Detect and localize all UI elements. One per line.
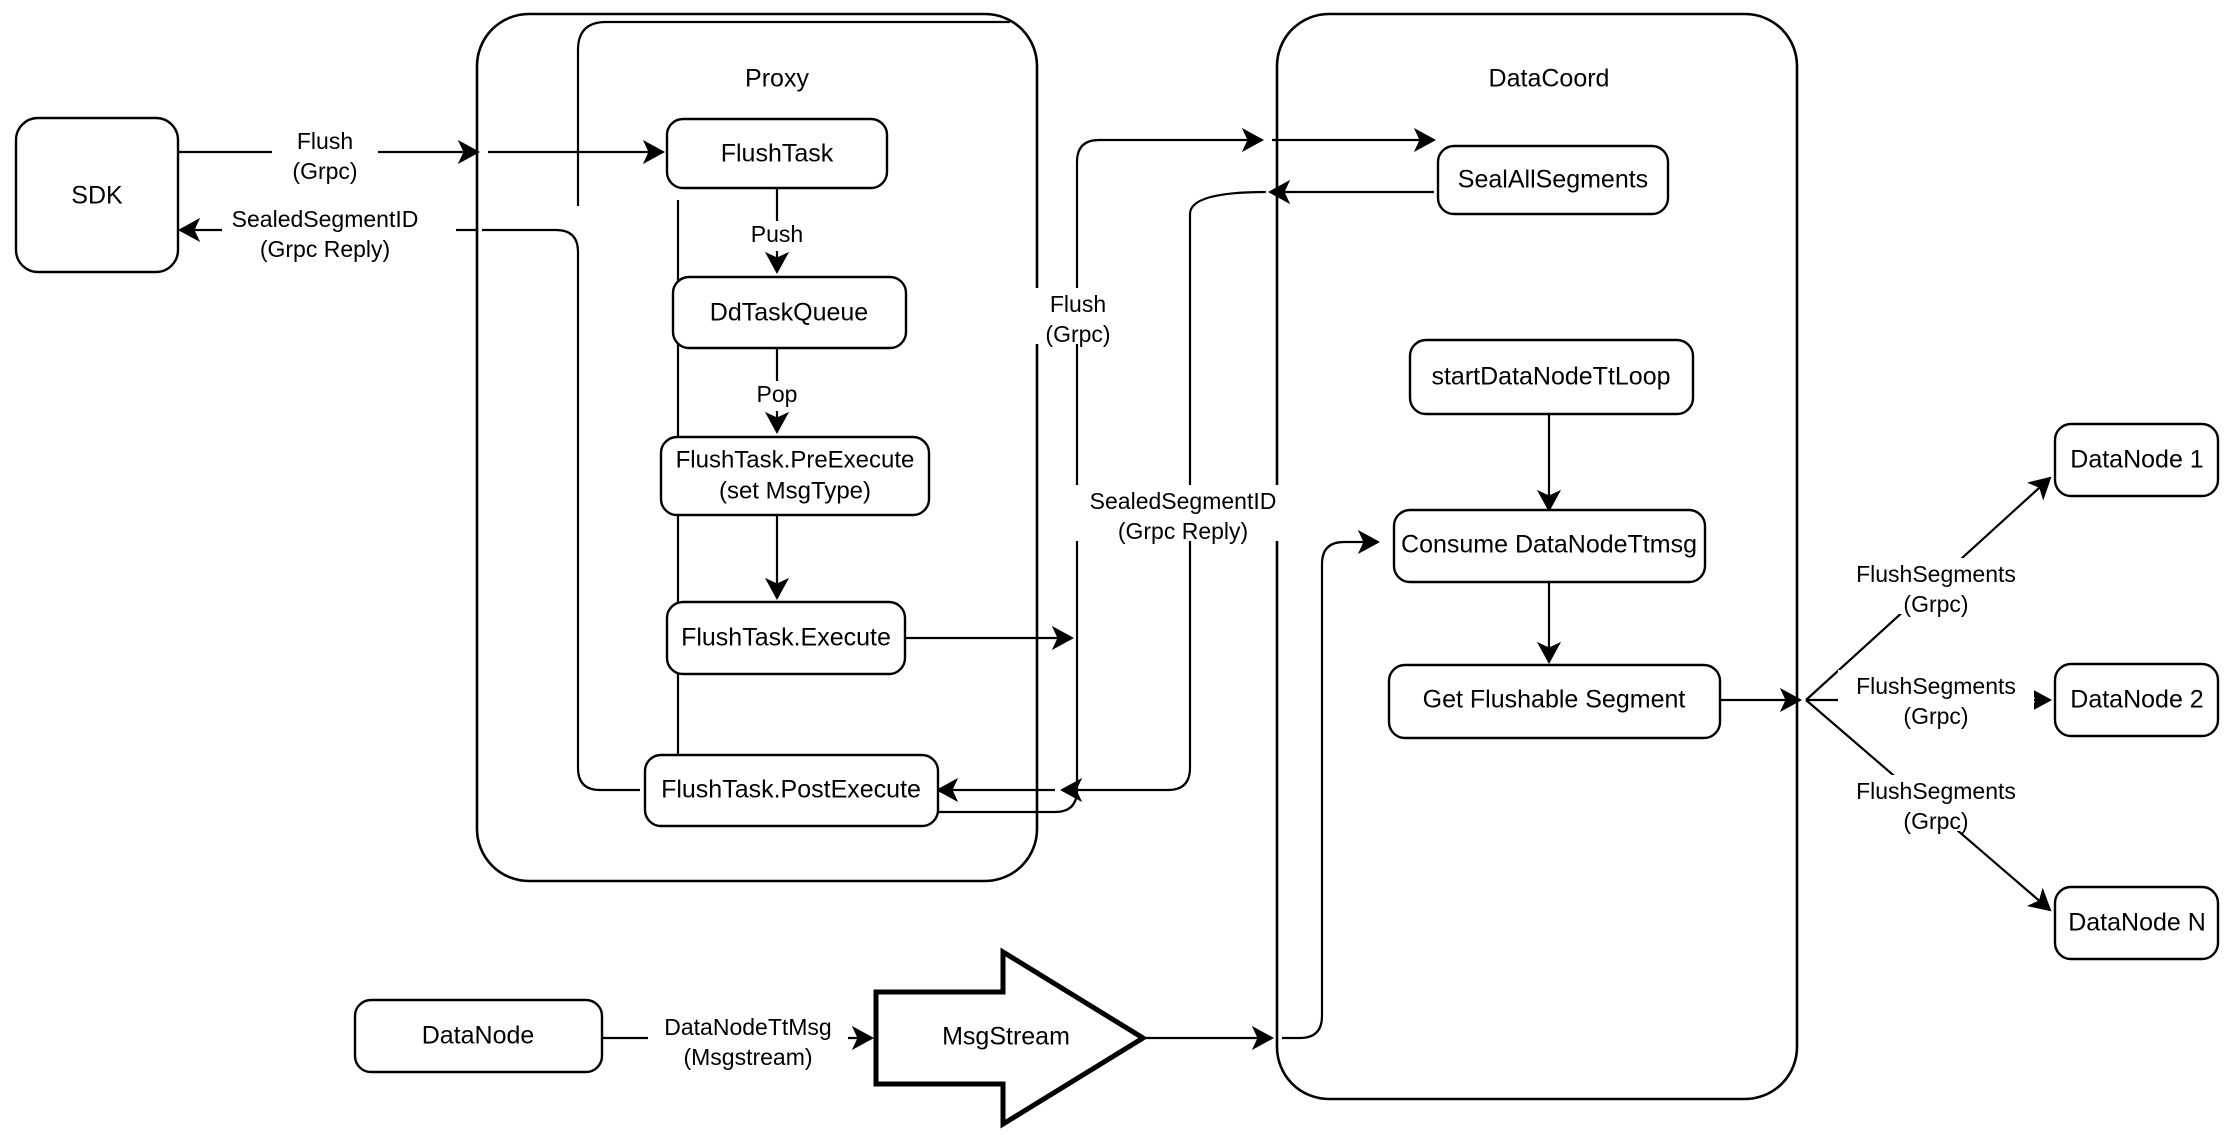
node-flushtask-execute[interactable]: FlushTask.Execute (665, 600, 907, 676)
getflushablesegment-box[interactable] (1387, 663, 1722, 740)
edge-label-flushsegments2-line1: FlushSegments (1856, 673, 2016, 699)
consumedatanodettmsg-box[interactable] (1392, 508, 1707, 584)
edge-label-proxy-to-coord: Flush (Grpc) (1024, 288, 1132, 347)
edge-label-datanodettmsg-line2: (Msgstream) (683, 1044, 812, 1070)
node-msgstream[interactable]: MsgStream (873, 947, 1148, 1129)
datanoden-label: DataNode N (2068, 909, 2206, 937)
getflushablesegment-label: Get Flushable Segment (1423, 686, 1686, 714)
edge-label-flush-coord-line1: Flush (1050, 291, 1106, 317)
edge-label-flushsegmentsn-line2: (Grpc) (1903, 808, 1968, 834)
edge-label-flushsegments-2: FlushSegments (Grpc) (1838, 670, 2034, 729)
edge-label-proxy-to-sdk: SealedSegmentID (Grpc Reply) (222, 203, 456, 262)
sealallsegments-box[interactable] (1436, 144, 1670, 216)
node-consume-datanode-ttmsg[interactable]: Consume DataNodeTtmsg (1392, 508, 1707, 584)
edge-label-sealedsegmentid-line2: (Grpc Reply) (260, 236, 390, 262)
edge-label-push-text: Push (751, 221, 803, 247)
container-datacoord: DataCoord (1275, 12, 1799, 1101)
node-ddtaskqueue[interactable]: DdTaskQueue (671, 275, 908, 350)
datanode1-label: DataNode 1 (2070, 446, 2203, 474)
edge-label-flush-coord-line2: (Grpc) (1045, 321, 1110, 347)
edge-label-pop-text: Pop (757, 381, 798, 407)
container-proxy: Proxy (475, 12, 1039, 883)
edge-label-flushsegments2-line2: (Grpc) (1903, 703, 1968, 729)
datanode1-box[interactable] (2053, 422, 2220, 498)
postexecute-box[interactable] (643, 753, 940, 828)
datanode-source-label: DataNode (422, 1022, 535, 1050)
node-datanode-source[interactable]: DataNode (353, 998, 604, 1074)
startdatanodettloop-box[interactable] (1408, 338, 1695, 416)
edge-proxy-top-wrap (576, 20, 1010, 206)
edge-label-sealedsegmentid-coord-line1: SealedSegmentID (1090, 488, 1277, 514)
datanode2-label: DataNode 2 (2070, 686, 2203, 714)
preexecute-box[interactable] (659, 435, 931, 517)
node-get-flushable-segment[interactable]: Get Flushable Segment (1387, 663, 1722, 740)
proxy-container-outline (475, 12, 1039, 883)
edge-postexecute-to-proxy-left (482, 228, 640, 792)
execute-box[interactable] (665, 600, 907, 676)
sealallsegments-label: SealAllSegments (1458, 166, 1648, 194)
datacoord-container-outline (1275, 12, 1799, 1101)
flushtask-box[interactable] (665, 117, 889, 190)
edge-label-flush-grpc-line1: Flush (297, 128, 353, 154)
edge-label-sealedsegmentid-coord-line2: (Grpc Reply) (1118, 518, 1248, 544)
datanode2-box[interactable] (2053, 662, 2220, 738)
msgstream-label: MsgStream (942, 1023, 1070, 1051)
startdatanodettloop-label: startDataNodeTtLoop (1431, 363, 1670, 391)
postexecute-label: FlushTask.PostExecute (661, 776, 921, 804)
edge-label-flushsegments1-line1: FlushSegments (1856, 561, 2016, 587)
ddtaskqueue-label: DdTaskQueue (710, 299, 868, 327)
edge-flush-trunk-bottom-wrap (700, 789, 1079, 814)
edge-sealedsegmentid-trunk (1059, 190, 1267, 803)
edge-label-flush-grpc-line2: (Grpc) (292, 158, 357, 184)
msgstream-arrow-shape[interactable] (873, 947, 1148, 1129)
proxy-container-label: Proxy (745, 65, 809, 93)
preexecute-label-line1: FlushTask.PreExecute (676, 446, 915, 473)
node-flushtask-postexecute[interactable]: FlushTask.PostExecute (643, 753, 940, 828)
edge-label-flushsegments-n: FlushSegments (Grpc) (1838, 775, 2034, 834)
edge-label-sealedsegmentid-line1: SealedSegmentID (232, 206, 419, 232)
edge-label-datanodettmsg-line1: DataNodeTtMsg (664, 1014, 831, 1040)
preexecute-label-line2: (set MsgType) (719, 477, 871, 504)
edge-label-push: Push (740, 221, 814, 251)
node-datanode-n[interactable]: DataNode N (2053, 885, 2220, 961)
edge-label-datanode-ttmsg: DataNodeTtMsg (Msgstream) (648, 1011, 848, 1070)
edge-flush-grpc-trunk (1075, 127, 1265, 638)
edge-label-flushsegments1-line2: (Grpc) (1903, 591, 1968, 617)
execute-label: FlushTask.Execute (681, 624, 891, 652)
edge-datacoord-edge-to-consume (1282, 529, 1381, 1040)
edge-label-flushsegmentsn-line1: FlushSegments (1856, 778, 2016, 804)
sdk-label: SDK (71, 182, 123, 210)
sdk-box[interactable] (14, 116, 180, 274)
node-flushtask-preexecute[interactable]: FlushTask.PreExecute (set MsgType) (659, 435, 931, 517)
datanode-source-box[interactable] (353, 998, 604, 1074)
datacoord-container-label: DataCoord (1489, 65, 1610, 93)
edge-label-coord-to-proxy: SealedSegmentID (Grpc Reply) (1075, 485, 1305, 544)
node-datanode-2[interactable]: DataNode 2 (2053, 662, 2220, 738)
node-sealallsegments[interactable]: SealAllSegments (1436, 144, 1670, 216)
node-datanode-1[interactable]: DataNode 1 (2053, 422, 2220, 498)
datanoden-box[interactable] (2053, 885, 2220, 961)
node-flushtask[interactable]: FlushTask (665, 117, 889, 190)
node-start-datanode-ttloop[interactable]: startDataNodeTtLoop (1408, 338, 1695, 416)
node-sdk[interactable]: SDK (14, 116, 180, 274)
edge-label-sdk-to-proxy: Flush (Grpc) (272, 125, 378, 184)
edge-label-pop: Pop (744, 381, 810, 411)
flushtask-label: FlushTask (721, 140, 834, 168)
edge-label-flushsegments-1: FlushSegments (Grpc) (1838, 558, 2034, 617)
ddtaskqueue-box[interactable] (671, 275, 908, 350)
consumedatanodettmsg-label: Consume DataNodeTtmsg (1401, 531, 1697, 559)
